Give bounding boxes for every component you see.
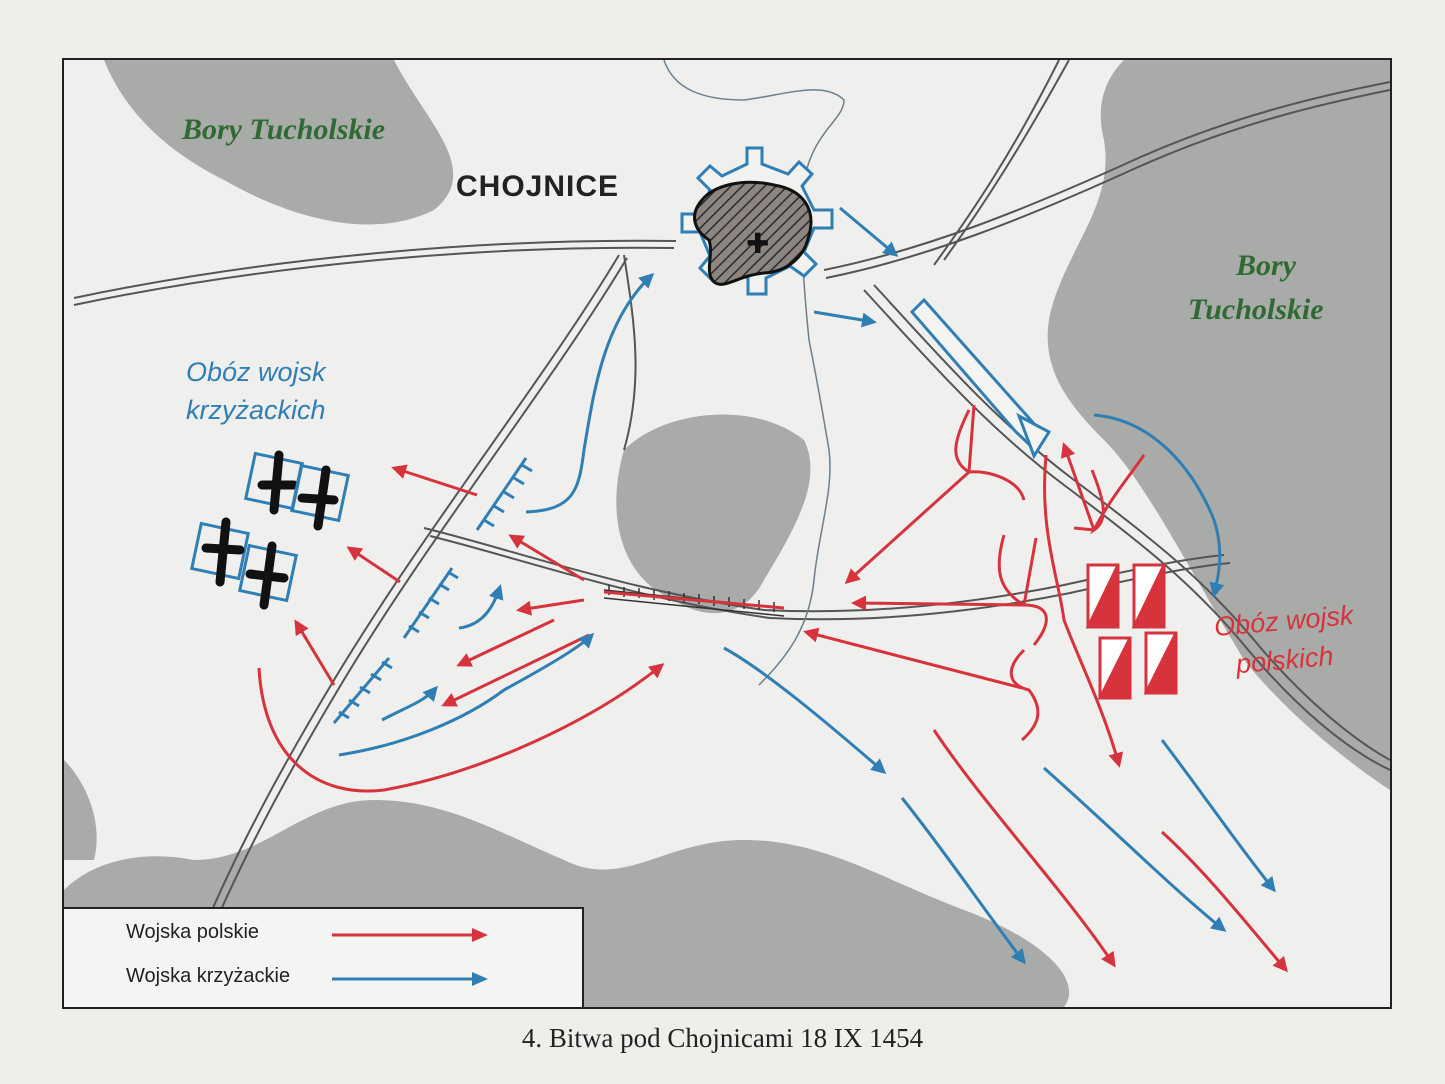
road-mid-lower (429, 535, 1231, 621)
road-diag-west-b (181, 257, 628, 1007)
polish-camp-wagons (1085, 563, 1178, 700)
legend-arrow-teutonic (332, 972, 488, 986)
road-se-lower (863, 289, 1390, 771)
forest-west-edge (64, 760, 97, 860)
teutonic-wagon-4 (237, 541, 299, 610)
battle-map: ✚ (62, 58, 1392, 1009)
teutonic-camp-wagons (189, 450, 351, 610)
forest-nw (104, 60, 454, 225)
polish-wagon-3 (1097, 636, 1132, 700)
teutonic-camp-label-line1: Obóz wojsk (186, 357, 326, 387)
polish-arrows (257, 442, 1288, 973)
teutonic-camp-label-line2: krzyżackich (186, 395, 326, 425)
legend-label-polish: Wojska polskie (126, 921, 260, 943)
teutonic-arrows (338, 206, 1276, 965)
road-n-lower (943, 60, 1070, 261)
forest-label-ne-line2: Tucholskie (1188, 293, 1324, 326)
road-west-upper (73, 246, 675, 306)
road-se-upper (873, 284, 1390, 761)
chojnice-fortress: ✚ (680, 146, 834, 296)
road-sw-spur (623, 254, 637, 451)
forest-ne (1047, 60, 1390, 790)
road-ne-lower (825, 89, 1390, 279)
map-caption: 4. Bitwa pod Chojnicami 18 IX 1454 (521, 1023, 924, 1053)
road-diag-west-a (173, 254, 620, 1007)
road-west-lower (73, 239, 677, 299)
road-ne-upper (823, 81, 1390, 271)
legend-arrow-polish (332, 928, 488, 942)
forest-label-nw: Bory Tucholskie (182, 113, 386, 146)
forest-label-ne-line1: Bory (1236, 249, 1296, 282)
legend-label-teutonic: Wojska krzyżackie (126, 965, 291, 987)
polish-wagon-1 (1085, 563, 1120, 629)
forest-center (616, 414, 811, 614)
city-area (693, 180, 813, 286)
city-cross-icon: ✚ (746, 227, 769, 260)
legend: Wojska polskie Wojska krzyżackie (64, 907, 584, 1007)
teutonic-wagon-2 (289, 463, 351, 531)
polish-wagon-2 (1131, 563, 1166, 629)
teutonic-wagon-3 (189, 517, 251, 587)
map-graphic: ✚ (64, 60, 1390, 1007)
city-label: CHOJNICE (456, 170, 620, 203)
roads (73, 60, 1390, 1007)
road-n-upper (933, 60, 1060, 266)
polish-wagon-4 (1143, 631, 1178, 695)
teutonic-formations (332, 457, 533, 724)
